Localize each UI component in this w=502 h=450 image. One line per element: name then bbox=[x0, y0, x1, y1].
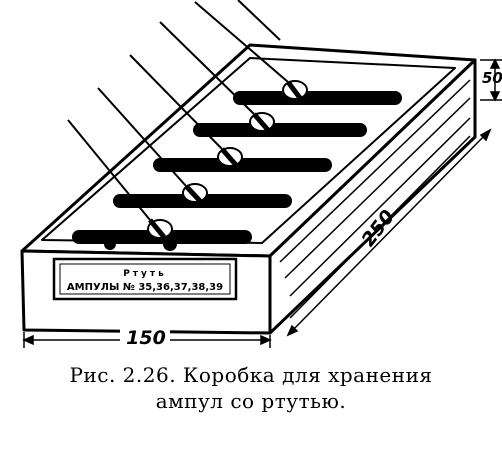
label-plate: Ртуть АМПУЛЫ № 35,36,37,38,39 bbox=[52, 257, 238, 301]
dimension-width-label: 150 bbox=[126, 327, 166, 349]
dimension-height-label: 50 bbox=[482, 69, 502, 87]
side-hatching bbox=[279, 79, 471, 319]
front-knob-right bbox=[163, 237, 177, 251]
label-line-2: АМПУЛЫ № 35,36,37,38,39 bbox=[67, 282, 223, 293]
caption-line-1: Рис. 2.26. Коробка для хранения bbox=[69, 363, 433, 387]
label-line-1: Ртуть bbox=[123, 269, 167, 279]
dimension-height bbox=[480, 58, 502, 102]
caption-line-2: ампул со ртутью. bbox=[155, 389, 347, 413]
ampoule-2 bbox=[97, 87, 292, 208]
ampoule-tip bbox=[237, 0, 281, 41]
ampoule-5 bbox=[194, 1, 402, 105]
ampoule-box-drawing: Ртуть АМПУЛЫ № 35,36,37,38,39 50 250 150 bbox=[20, 0, 502, 349]
dimension-length bbox=[286, 128, 492, 337]
front-knob-left bbox=[104, 238, 116, 250]
ampoule-rows bbox=[67, 0, 402, 244]
figure-caption: Рис. 2.26. Коробка для хранения ампул со… bbox=[0, 362, 502, 414]
